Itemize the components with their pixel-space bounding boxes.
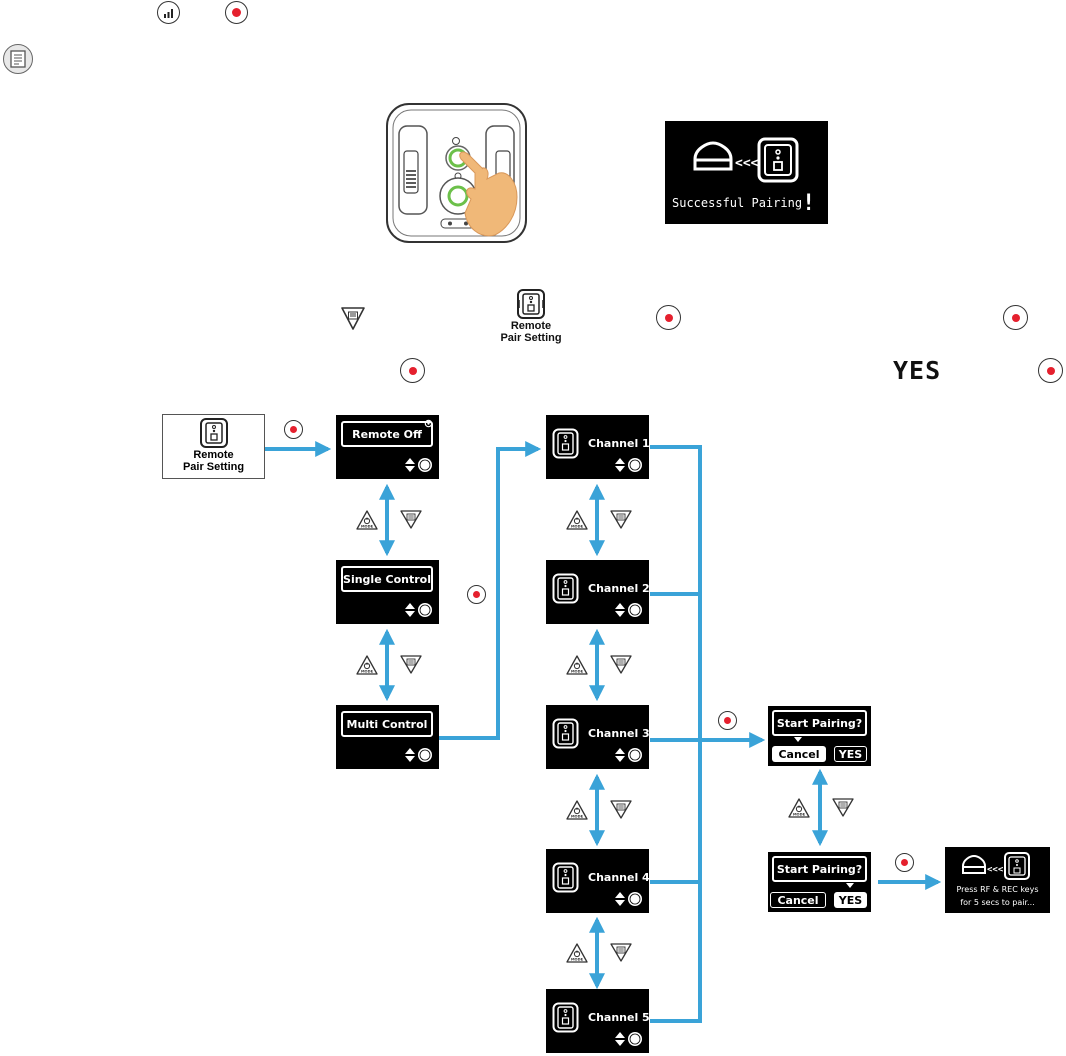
- cancel-option: Cancel: [772, 746, 826, 762]
- pair-setting-label: Pair Setting: [500, 332, 562, 344]
- channel-screen: Channel 5: [546, 989, 650, 1053]
- mode-icon: MODE: [566, 943, 588, 963]
- remote-icon: [552, 1002, 579, 1033]
- menu-icon: [341, 307, 365, 330]
- nav-icon: [615, 458, 642, 472]
- selection-caret: [846, 883, 854, 888]
- rec-icon: [1003, 305, 1028, 330]
- channel-screen: Channel 1: [546, 415, 650, 479]
- rec-icon: [895, 853, 914, 872]
- menu-icon: [610, 799, 632, 819]
- remote-icon: [552, 573, 579, 604]
- press-keys-screen: <<< Press RF & REC keys for 5 secs to pa…: [945, 847, 1050, 913]
- svg-text:MODE: MODE: [361, 670, 374, 674]
- successful-pairing-screen: <<< Successful Pairing!: [665, 121, 828, 224]
- menu-icon: [400, 509, 422, 529]
- yes-option: YES: [834, 746, 867, 762]
- mode-icon: MODE: [566, 800, 588, 820]
- note-icon: [3, 44, 33, 74]
- selection-caret: [794, 737, 802, 742]
- menu-icon: [610, 942, 632, 962]
- channel-label: Channel 2: [588, 582, 650, 595]
- cancel-option: Cancel: [770, 892, 826, 908]
- nav-icon: [615, 892, 642, 906]
- menu-icon: [400, 654, 422, 674]
- nav-icon: [405, 748, 432, 762]
- mode-icon: MODE: [788, 798, 810, 818]
- nav-icon: [405, 603, 432, 617]
- remote-icon: [552, 862, 579, 893]
- rec-icon: [284, 420, 303, 439]
- menu-screen-multi-control: Multi Control: [336, 705, 439, 769]
- remote-pair-setting-icon: Remote Pair Setting: [486, 288, 576, 350]
- pairing-question: Start Pairing?: [772, 710, 867, 736]
- channel-screen: Channel 4: [546, 849, 650, 913]
- svg-text:MODE: MODE: [571, 958, 584, 962]
- nav-icon: [615, 603, 642, 617]
- menu-icon: [610, 509, 632, 529]
- channel-label: Channel 3: [588, 727, 650, 740]
- nav-icon: [615, 1032, 642, 1046]
- mode-icon: MODE: [356, 510, 378, 530]
- menu-screen-remote-off: Remote Off: [336, 415, 439, 479]
- camera-illustration: [383, 101, 530, 246]
- remote-icon: [552, 718, 579, 749]
- start-pairing-screen-yes: Start Pairing? Cancel YES: [768, 852, 871, 912]
- mode-icon: MODE: [566, 655, 588, 675]
- screen-option-label: Single Control: [341, 566, 433, 592]
- svg-text:MODE: MODE: [571, 815, 584, 819]
- pairing-graphic: <<<: [962, 852, 1030, 880]
- selected-marker-icon: [424, 419, 433, 428]
- svg-text:<<<: <<<: [987, 865, 1004, 875]
- rec-icon: [1038, 358, 1063, 383]
- yes-word: YES: [893, 356, 942, 385]
- channel-screen: Channel 2: [546, 560, 650, 624]
- channel-label: Channel 4: [588, 871, 650, 884]
- mode-icon: MODE: [356, 655, 378, 675]
- remote-pair-setting-box: Remote Pair Setting: [162, 414, 265, 479]
- exclaim-mark: !: [802, 191, 816, 216]
- signal-icon: [157, 1, 180, 24]
- yes-option: YES: [834, 892, 867, 908]
- rec-icon: [467, 585, 486, 604]
- menu-icon: [610, 654, 632, 674]
- svg-text:MODE: MODE: [793, 813, 806, 817]
- channel-screen: Channel 3: [546, 705, 650, 769]
- rec-icon: [400, 358, 425, 383]
- pairing-graphic: <<<: [693, 137, 799, 183]
- start-pairing-screen-cancel: Start Pairing? Cancel YES: [768, 706, 871, 766]
- pairing-question: Start Pairing?: [772, 856, 867, 882]
- rec-icon: [718, 711, 737, 730]
- channel-label: Channel 5: [588, 1011, 650, 1024]
- mode-icon: MODE: [566, 510, 588, 530]
- remote-label: Remote: [193, 449, 234, 461]
- successful-pairing-text: Successful Pairing: [672, 196, 803, 210]
- svg-text:<<<: <<<: [735, 156, 759, 171]
- svg-text:MODE: MODE: [361, 525, 374, 529]
- menu-screen-single-control: Single Control: [336, 560, 439, 624]
- remote-label: Remote: [510, 320, 552, 332]
- rec-icon: [225, 1, 248, 24]
- remote-icon: [552, 428, 579, 459]
- screen-option-label: Multi Control: [341, 711, 433, 737]
- channel-label: Channel 1: [588, 437, 650, 450]
- screen-option-label: Remote Off: [341, 421, 433, 447]
- pair-setting-label: Pair Setting: [182, 461, 245, 473]
- svg-text:MODE: MODE: [571, 525, 584, 529]
- svg-text:MODE: MODE: [571, 670, 584, 674]
- menu-icon: [832, 797, 854, 817]
- rec-icon: [656, 305, 681, 330]
- instruction-line-2: for 5 secs to pair...: [960, 898, 1035, 907]
- instruction-line-1: Press RF & REC keys: [956, 885, 1039, 894]
- nav-icon: [405, 458, 432, 472]
- nav-icon: [615, 748, 642, 762]
